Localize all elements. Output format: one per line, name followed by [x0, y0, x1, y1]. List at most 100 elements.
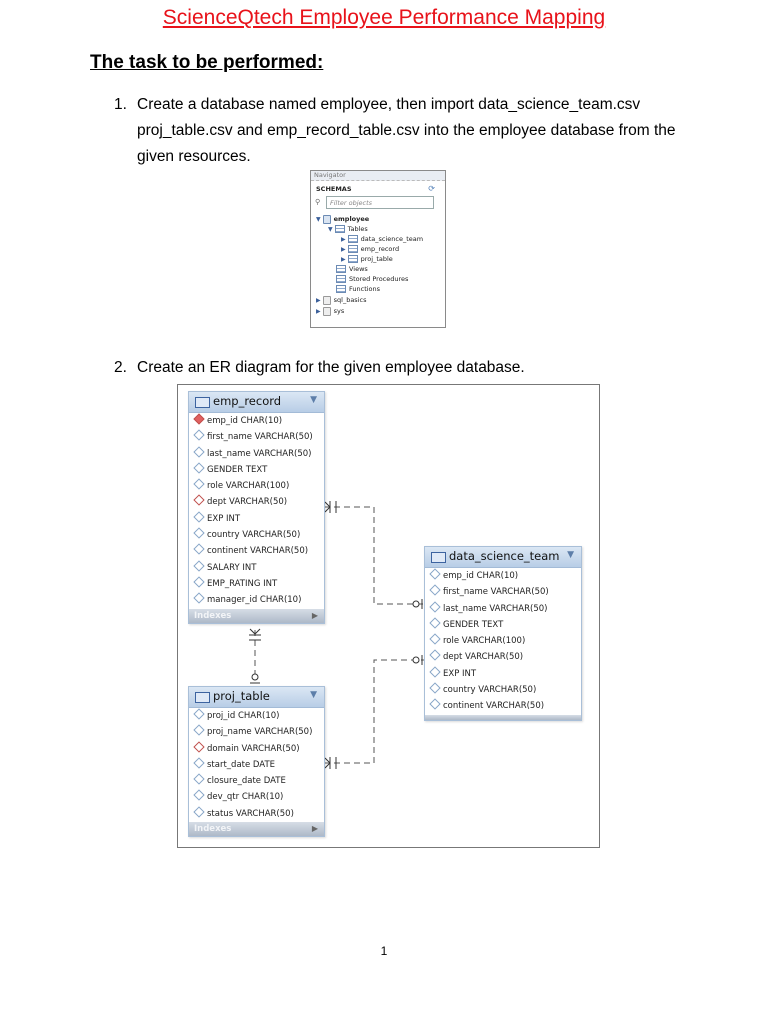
table-icon: [347, 255, 358, 263]
expand-icon: ▶: [341, 236, 346, 243]
column-icon: [429, 666, 441, 678]
tree-label: employee: [333, 215, 370, 223]
column-row: dept VARCHAR(50): [189, 494, 324, 510]
tree-label: data_science_team: [360, 235, 424, 243]
page-number: 1: [380, 944, 388, 958]
relationship-lines: [249, 501, 424, 769]
tree-item-functions[interactable]: Functions: [336, 284, 380, 294]
column-row: dept VARCHAR(50): [425, 649, 581, 665]
column-row: EXP INT: [189, 511, 324, 527]
column-icon: [429, 600, 441, 613]
entity-name: emp_record: [213, 394, 282, 408]
tree-label: Tables: [347, 225, 368, 233]
tree-item-tables[interactable]: ▼ Tables: [328, 224, 368, 235]
tree-item-stored-procedures[interactable]: Stored Procedures: [336, 274, 408, 284]
column-icon: [193, 592, 205, 604]
search-icon: ⚲: [315, 198, 321, 206]
database-icon: [322, 295, 331, 305]
task-number: 1.: [114, 96, 127, 113]
expand-icon: ▶: [316, 308, 321, 315]
functions-icon: [336, 285, 346, 293]
schemas-label: SCHEMAS: [316, 185, 352, 193]
tree-label: sys: [333, 307, 345, 315]
column-row: role VARCHAR(100): [189, 478, 324, 494]
chevron-down-icon[interactable]: ▼: [310, 395, 317, 405]
column-row: role VARCHAR(100): [425, 633, 581, 649]
column-row: last_name VARCHAR(50): [425, 600, 581, 617]
tree-label: Stored Procedures: [349, 275, 409, 283]
relationship-line: [324, 506, 424, 605]
indexes-bar[interactable]: Indexes▶: [189, 608, 324, 623]
relationship-line: [324, 659, 424, 764]
column-row: proj_name VARCHAR(50): [189, 724, 324, 740]
column-icon: [429, 698, 441, 711]
entity-emp-record[interactable]: emp_record ▼ emp_id CHAR(10) first_name …: [188, 391, 325, 624]
entity-name: data_science_team: [449, 549, 560, 563]
refresh-icon[interactable]: ⟳: [428, 184, 435, 193]
expand-icon: ▼: [316, 216, 321, 223]
expand-icon: ▶: [341, 246, 346, 253]
column-icon: [193, 724, 205, 736]
task-number: 2.: [114, 359, 127, 376]
procedures-icon: [336, 275, 346, 283]
column-row: GENDER TEXT: [425, 617, 581, 633]
column-row: EMP_RATING INT: [189, 576, 324, 592]
column-icon: [193, 445, 205, 458]
tables-icon: [334, 225, 345, 233]
tree-item-views[interactable]: Views: [336, 264, 368, 274]
column-icon: [193, 543, 205, 556]
entity-header: data_science_team ▼: [425, 547, 581, 568]
foreign-key-icon: [193, 494, 205, 507]
column-icon: [193, 511, 205, 523]
column-icon: [193, 708, 205, 720]
column-row: SALARY INT: [189, 560, 324, 576]
expand-icon: ▼: [328, 226, 333, 233]
column-icon: [193, 527, 205, 539]
column-icon: [193, 773, 205, 785]
entity-name: proj_table: [213, 689, 270, 703]
filter-input[interactable]: Filter objects: [326, 196, 434, 209]
section-heading: The task to be performed:: [90, 52, 324, 73]
column-icon: [429, 568, 441, 580]
column-icon: [429, 649, 441, 662]
tree-item-table[interactable]: ▶emp_record: [341, 244, 399, 255]
column-row: emp_id CHAR(10): [189, 413, 324, 429]
column-row: GENDER TEXT: [189, 462, 324, 478]
column-row: EXP INT: [425, 666, 581, 682]
tree-label: Functions: [349, 285, 381, 293]
entity-header: emp_record ▼: [189, 392, 324, 413]
column-row: domain VARCHAR(50): [189, 740, 324, 757]
foreign-key-icon: [193, 740, 205, 753]
column-icon: [193, 462, 205, 474]
chevron-down-icon[interactable]: ▼: [567, 550, 574, 560]
column-icon: [429, 584, 441, 596]
table-icon: [347, 235, 358, 243]
entity-footer: [425, 714, 581, 720]
chevron-down-icon[interactable]: ▼: [310, 690, 317, 700]
task-text: Create an ER diagram for the given emplo…: [137, 359, 525, 376]
navigator-panel: Navigator SCHEMAS ⟳ ⚲ Filter objects ▼em…: [310, 170, 446, 328]
indexes-bar[interactable]: Indexes▶: [189, 822, 324, 837]
tree-item-employee[interactable]: ▼ employee: [316, 214, 369, 225]
tree-item-schema[interactable]: ▶sql_basics: [316, 295, 366, 306]
column-icon: [193, 757, 205, 769]
column-row: start_date DATE: [189, 757, 324, 773]
tree-label: sql_basics: [333, 296, 367, 304]
column-icon: [193, 806, 205, 818]
entity-data-science-team[interactable]: data_science_team ▼ emp_id CHAR(10) firs…: [424, 546, 582, 721]
column-row: closure_date DATE: [189, 773, 324, 789]
tree-item-schema[interactable]: ▶ sys: [316, 306, 344, 317]
chevron-right-icon: ▶: [311, 610, 318, 620]
tree-item-table[interactable]: ▶ data_science_team: [341, 234, 423, 245]
column-icon: [193, 789, 205, 802]
column-row: manager_id CHAR(10): [189, 592, 324, 608]
tree-item-table[interactable]: ▶proj_table: [341, 254, 393, 265]
column-icon: [193, 560, 205, 572]
chevron-right-icon: ▶: [311, 824, 318, 834]
entity-proj-table[interactable]: proj_table ▼ proj_id CHAR(10) proj_name …: [188, 686, 325, 838]
navigator-header: Navigator: [311, 171, 445, 181]
task-text: Create a database named employee, then i…: [137, 96, 676, 165]
database-icon: [322, 306, 331, 316]
table-icon: [347, 245, 358, 253]
column-icon: [429, 682, 441, 694]
